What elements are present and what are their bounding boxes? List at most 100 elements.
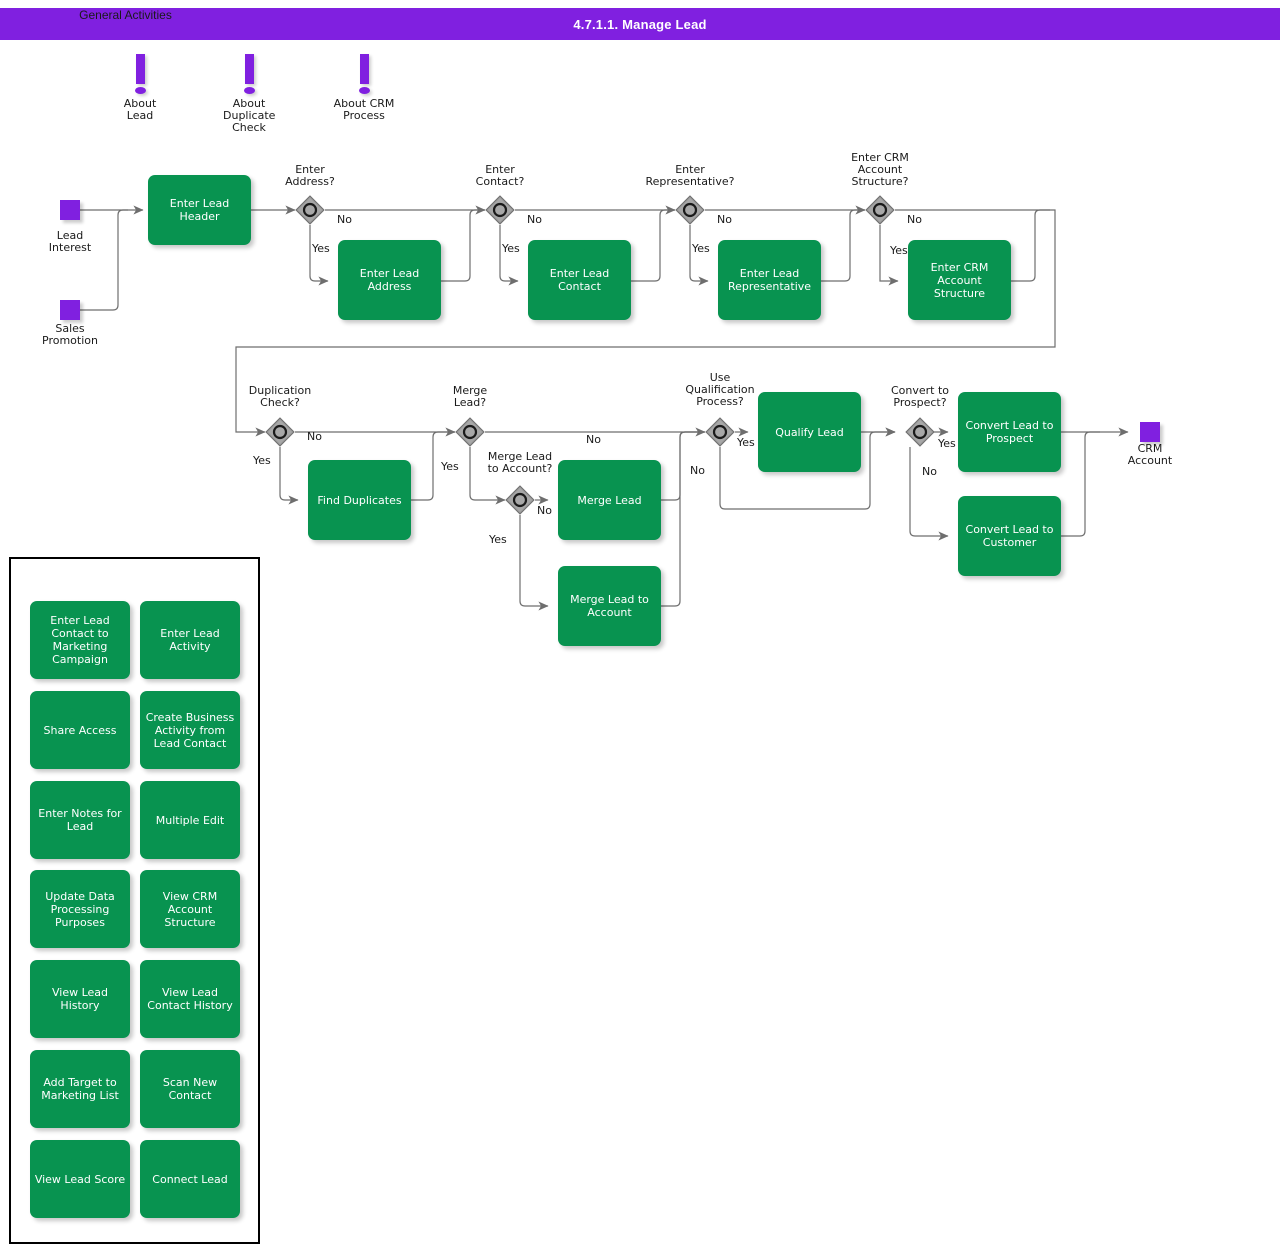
flow-label-yes: Yes (253, 454, 271, 467)
task-convert-lead-to-prospect[interactable]: Convert Lead to Prospect (958, 392, 1061, 472)
gateway-merge-lead[interactable] (455, 417, 485, 447)
task-enter-lead-representative[interactable]: Enter Lead Representative (718, 240, 821, 320)
task-enter-lead-address[interactable]: Enter Lead Address (338, 240, 441, 320)
event-sales-promotion-label: Sales Promotion (42, 322, 98, 347)
gateway-convert-to-prospect-label: Convert to Prospect? (890, 384, 950, 409)
activity-enter-lead-activity[interactable]: Enter Lead Activity (140, 601, 240, 679)
gateway-enter-address-label: Enter Address? (285, 163, 335, 188)
flow-label-no: No (922, 465, 937, 478)
activity-label: Connect Lead (152, 1172, 228, 1186)
note-label: About CRM Process (333, 97, 395, 122)
activity-scan-new-contact[interactable]: Scan New Contact (140, 1050, 240, 1128)
task-qualify-lead[interactable]: Qualify Lead (758, 392, 861, 472)
activity-label: Enter Lead Activity (160, 627, 220, 653)
task-label: Convert Lead to Prospect (965, 419, 1054, 445)
general-activities-title: General Activities (79, 8, 172, 22)
gateway-use-qualification-process[interactable] (705, 417, 735, 447)
note-label: About Duplicate Check (223, 97, 276, 134)
flow-label-no: No (307, 430, 322, 443)
exclamation-dot-icon (243, 87, 255, 94)
exclamation-dot-icon (134, 87, 146, 94)
exclamation-dot-icon (358, 87, 370, 94)
note-label: About Lead (123, 97, 157, 122)
gateway-enter-contact[interactable] (485, 195, 515, 225)
note-about-crm-process[interactable]: About CRM Process (331, 54, 397, 122)
page-title-bar: 4.7.1.1. Manage Lead (0, 8, 1280, 40)
task-label: Enter Lead Contact (549, 267, 610, 293)
task-label: Enter CRM Account Structure (930, 260, 989, 300)
activity-label: View Lead Contact History (147, 986, 233, 1012)
flow-label-no: No (586, 433, 601, 446)
exclamation-icon (135, 54, 145, 84)
flow-label-no: No (717, 213, 732, 226)
task-enter-lead-contact[interactable]: Enter Lead Contact (528, 240, 631, 320)
activity-label: Enter Lead Contact to Marketing Campaign (50, 614, 110, 666)
gateway-merge-lead-to-account[interactable] (505, 485, 535, 515)
activity-label: View CRM Account Structure (162, 889, 218, 929)
gateway-merge-lead-to-account-label: Merge Lead to Account? (487, 450, 553, 475)
activity-update-data-processing-purposes[interactable]: Update Data Processing Purposes (30, 870, 130, 948)
flow-label-yes: Yes (489, 533, 507, 546)
task-label: Convert Lead to Customer (965, 523, 1054, 549)
activity-connect-lead[interactable]: Connect Lead (140, 1140, 240, 1218)
gateway-duplication-check-label: Duplication Check? (248, 384, 312, 409)
activity-view-crm-account-structure[interactable]: View CRM Account Structure (140, 870, 240, 948)
gateway-convert-to-prospect[interactable] (905, 417, 935, 447)
activity-label: View Lead History (51, 986, 109, 1012)
task-merge-lead[interactable]: Merge Lead (558, 460, 661, 540)
note-about-lead[interactable]: About Lead (118, 54, 162, 122)
flow-label-yes: Yes (692, 242, 710, 255)
task-find-duplicates[interactable]: Find Duplicates (308, 460, 411, 540)
flow-label-no: No (907, 213, 922, 226)
task-label: Merge Lead (577, 493, 642, 507)
gateway-enter-crm-account-structure[interactable] (865, 195, 895, 225)
activity-view-lead-history[interactable]: View Lead History (30, 960, 130, 1038)
activity-label: Multiple Edit (155, 813, 225, 827)
flow-label-no: No (690, 464, 705, 477)
activity-view-lead-contact-history[interactable]: View Lead Contact History (140, 960, 240, 1038)
task-enter-crm-account-structure[interactable]: Enter CRM Account Structure (908, 240, 1011, 320)
gateway-duplication-check[interactable] (265, 417, 295, 447)
gateway-merge-lead-label: Merge Lead? (452, 384, 488, 409)
flow-label-yes: Yes (890, 244, 908, 257)
event-lead-interest-label: Lead Interest (48, 229, 92, 254)
activity-enter-lead-contact-to-marketing-campaign[interactable]: Enter Lead Contact to Marketing Campaign (30, 601, 130, 679)
activity-create-business-activity-from-lead-contact[interactable]: Create Business Activity from Lead Conta… (140, 691, 240, 769)
activity-view-lead-score[interactable]: View Lead Score (30, 1140, 130, 1218)
activity-label: Enter Notes for Lead (38, 807, 122, 833)
note-about-duplicate-check[interactable]: About Duplicate Check (223, 54, 275, 134)
activity-label: Scan New Contact (162, 1076, 218, 1102)
activity-enter-notes-for-lead[interactable]: Enter Notes for Lead (30, 781, 130, 859)
gateway-enter-representative[interactable] (675, 195, 705, 225)
gateway-enter-address[interactable] (295, 195, 325, 225)
gateway-enter-representative-label: Enter Representative? (645, 163, 735, 188)
task-convert-lead-to-customer[interactable]: Convert Lead to Customer (958, 496, 1061, 576)
flow-label-yes: Yes (441, 460, 459, 473)
task-label: Find Duplicates (317, 493, 402, 507)
activity-add-target-to-marketing-list[interactable]: Add Target to Marketing List (30, 1050, 130, 1128)
gateway-enter-contact-label: Enter Contact? (475, 163, 525, 188)
event-sales-promotion[interactable] (60, 300, 80, 320)
page-title: 4.7.1.1. Manage Lead (573, 16, 707, 32)
activity-multiple-edit[interactable]: Multiple Edit (140, 781, 240, 859)
activity-label: Update Data Processing Purposes (45, 889, 115, 929)
flow-label-yes: Yes (938, 437, 956, 450)
task-label: Enter Lead Address (359, 267, 420, 293)
event-crm-account-label: CRM Account (1127, 442, 1173, 467)
flow-label-yes: Yes (737, 436, 755, 449)
task-merge-lead-to-account[interactable]: Merge Lead to Account (558, 566, 661, 646)
exclamation-icon (359, 54, 369, 84)
activity-label: Create Business Activity from Lead Conta… (145, 710, 235, 750)
activity-share-access[interactable]: Share Access (30, 691, 130, 769)
event-lead-interest[interactable] (60, 200, 80, 220)
flow-label-no: No (337, 213, 352, 226)
event-crm-account[interactable] (1140, 422, 1160, 442)
task-label: Enter Lead Header (169, 197, 230, 223)
flow-label-yes: Yes (312, 242, 330, 255)
activity-label: Share Access (43, 723, 117, 737)
task-label: Qualify Lead (775, 425, 844, 439)
flow-label-no: No (527, 213, 542, 226)
task-enter-lead-header[interactable]: Enter Lead Header (148, 175, 251, 245)
activity-label: Add Target to Marketing List (41, 1076, 119, 1102)
